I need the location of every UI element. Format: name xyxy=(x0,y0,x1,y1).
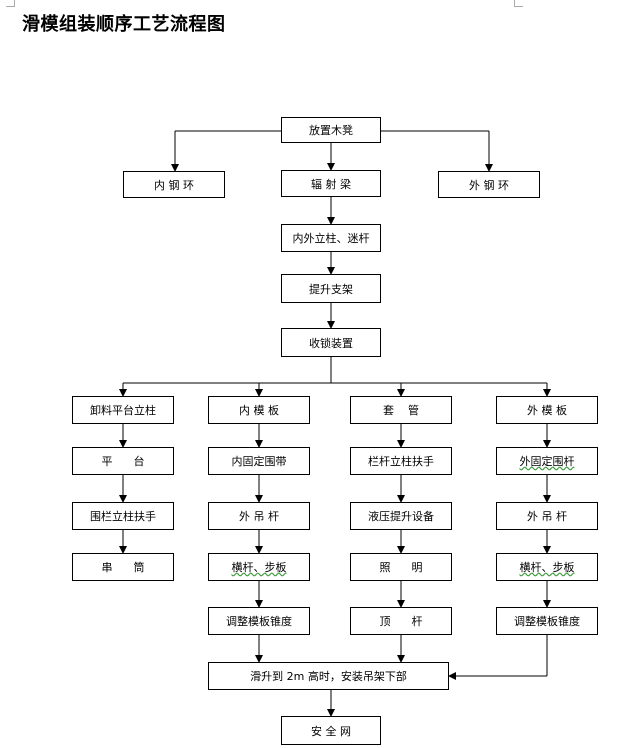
node-crossbar-walkboard-2-label: 横杆、步板 xyxy=(519,561,575,574)
node-outer-hanger-rod: 外 吊 杆 xyxy=(208,502,310,530)
node-crossbar-walkboard: 横杆、步板 xyxy=(208,553,310,581)
node-top-rod: 顶 杆 xyxy=(350,607,452,635)
page-title: 滑模组装顺序工艺流程图 xyxy=(22,14,226,35)
node-inner-formwork: 内 模 板 xyxy=(208,396,310,424)
node-radial-beam: 辐 射 梁 xyxy=(281,170,381,197)
node-slide-up-install-hanger: 滑升到 2m 高时，安装吊架下部 xyxy=(208,662,449,690)
page-corner-mark xyxy=(514,0,523,7)
node-sleeve: 套 管 xyxy=(350,396,452,424)
node-inner-fixed-band: 内固定围带 xyxy=(208,447,310,475)
node-platform: 平 台 xyxy=(72,447,174,475)
node-place-wood-stool: 放置木凳 xyxy=(281,117,381,143)
node-locking-device: 收锁装置 xyxy=(281,328,381,357)
node-lighting: 照 明 xyxy=(350,553,452,581)
node-inner-steel-ring: 内 钢 环 xyxy=(123,171,225,198)
page-corner-mark xyxy=(6,0,15,7)
node-outer-fixed-rod: 外固定围杆 xyxy=(496,447,598,475)
node-railing-column-handrail: 栏杆立柱扶手 xyxy=(350,447,452,475)
node-outer-fixed-rod-label: 外固定围杆 xyxy=(519,455,575,468)
node-safety-net: 安 全 网 xyxy=(281,716,381,745)
node-adjust-formwork-taper-2: 调整模板锥度 xyxy=(496,607,598,635)
node-hydraulic-lifting-equipment: 液压提升设备 xyxy=(350,502,452,530)
node-inner-outer-columns: 内外立柱、迷杆 xyxy=(281,224,381,252)
node-outer-steel-ring: 外 钢 环 xyxy=(438,171,540,198)
node-crossbar-walkboard-label: 横杆、步板 xyxy=(231,561,287,574)
node-unloading-platform-column: 卸料平台立柱 xyxy=(72,396,174,424)
node-adjust-formwork-taper: 调整模板锥度 xyxy=(208,607,310,635)
node-fence-column-handrail: 围栏立柱扶手 xyxy=(72,502,174,530)
node-crossbar-walkboard-2: 横杆、步板 xyxy=(496,553,598,581)
node-outer-formwork: 外 模 板 xyxy=(496,396,598,424)
node-lifting-frame: 提升支架 xyxy=(281,274,381,303)
node-chute: 串 筒 xyxy=(72,553,174,581)
node-outer-hanger-rod-2: 外 吊 杆 xyxy=(496,502,598,530)
